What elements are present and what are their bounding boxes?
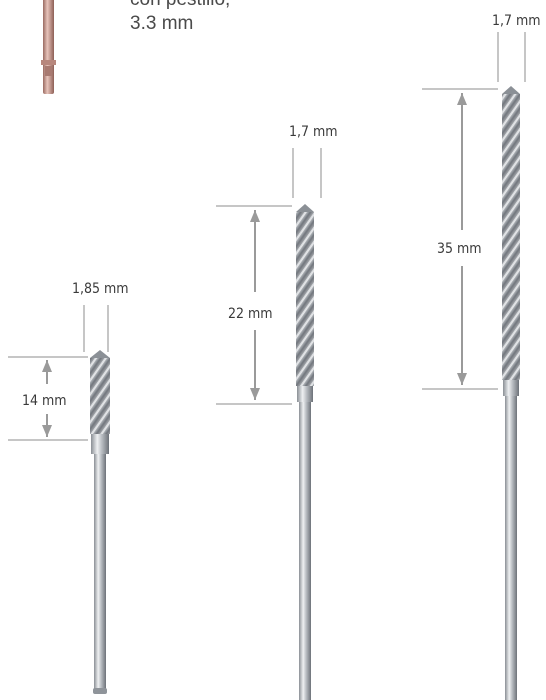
drill-medium [296, 204, 314, 700]
drill-short [90, 350, 110, 694]
drill-long [502, 86, 520, 700]
drill-long-length-label: 35 mm [437, 241, 482, 257]
drill-long-diameter-label: 1,7 mm [492, 13, 541, 29]
drill-medium-diameter-label: 1,7 mm [289, 124, 338, 140]
dimension-lines-short [8, 305, 109, 441]
drill-medium-length-label: 22 mm [228, 306, 273, 322]
dimension-lines-medium [216, 148, 322, 405]
latch-shank-icon [41, 0, 56, 94]
drill-short-length-label: 14 mm [22, 393, 67, 409]
caption-line-1: con pestillo, [130, 0, 230, 12]
drill-short-diameter-label: 1,85 mm [72, 281, 129, 297]
dimension-lines-long [422, 32, 526, 390]
product-caption: con pestillo, 3.3 mm [130, 0, 230, 36]
caption-line-2: 3.3 mm [130, 13, 194, 34]
